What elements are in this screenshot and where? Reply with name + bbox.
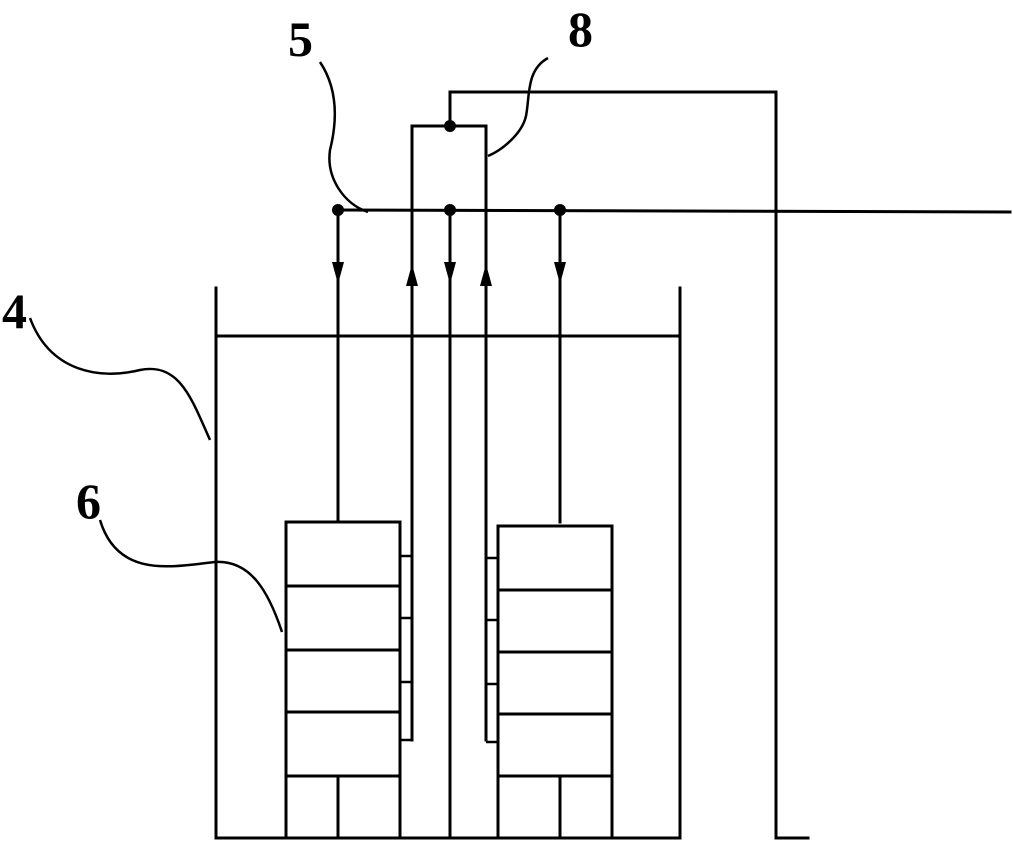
- leader-line-8: [487, 56, 549, 158]
- junction-dots: [332, 120, 566, 216]
- electrode-stack-right: [486, 524, 614, 840]
- label-tank: 4: [2, 283, 27, 339]
- label-circuit: 5: [288, 11, 313, 67]
- label-electrode-group: 6: [76, 473, 101, 529]
- arrow-down-center: [444, 262, 456, 284]
- leader-line-6: [98, 519, 284, 633]
- arrow-down-left: [332, 262, 344, 284]
- main-bus-wire: [336, 208, 1012, 214]
- leader-line-5: [318, 61, 369, 214]
- arrow-up-lead-right: [480, 264, 492, 286]
- arrow-down-right: [554, 262, 566, 284]
- electrode-stack-left: [284, 520, 412, 840]
- label-lead: 8: [568, 1, 593, 57]
- feed-wires: [332, 208, 566, 840]
- outer-return-wire: [448, 90, 810, 840]
- arrow-up-lead-left: [406, 264, 418, 286]
- leader-lines: [28, 56, 549, 633]
- leader-line-4: [28, 317, 212, 441]
- junction-dot-top: [444, 120, 456, 132]
